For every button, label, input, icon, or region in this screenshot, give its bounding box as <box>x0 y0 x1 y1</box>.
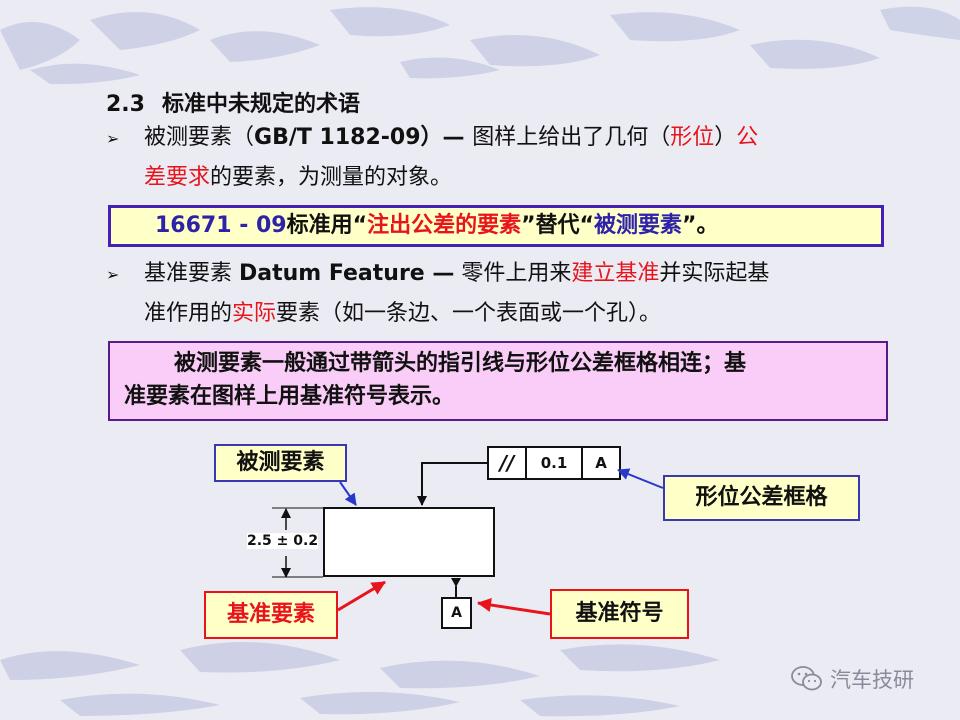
text-run: ”替代“ <box>521 213 595 238</box>
section-title: 标准中未规定的术语 <box>162 92 361 117</box>
watermark-text: 汽车技研 <box>830 668 914 692</box>
bullet-arrow-icon: ➢ <box>106 265 120 284</box>
note-box: 16671 - 09标准用“注出公差的要素”替代“被测要素”。 <box>108 205 884 247</box>
text-run: 被测要素（ <box>144 125 255 150</box>
callout-measured-feature: 被测要素 <box>214 444 347 482</box>
datum-symbol-box: A <box>441 597 472 629</box>
text-run: ）— <box>420 125 473 150</box>
datum-reference: A <box>595 454 607 472</box>
info-box-line: 被测要素一般通过带箭头的指引线与形位公差框格相连；基 <box>174 351 747 376</box>
callout-datum-symbol: 基准符号 <box>550 589 689 639</box>
text-run: 的要素，为测量的对象。 <box>210 165 453 190</box>
text-run: 要素（如一条边、一个表面或一个孔）。 <box>276 301 662 326</box>
bullet-line: 被测要素（GB/T 1182-09）— 图样上给出了几何（形位）公 <box>144 120 758 156</box>
bullet-arrow-icon: ➢ <box>106 129 120 148</box>
parallelism-symbol: // <box>489 448 527 478</box>
tolerance-value: 0.1 <box>527 448 583 478</box>
text-run: ） <box>714 125 737 150</box>
text-run: 公 <box>736 125 759 150</box>
callout-datum-feature: 基准要素 <box>204 591 338 639</box>
section-heading: 2.3 标准中未规定的术语 <box>106 86 360 118</box>
text-run: 注出公差的要素 <box>367 213 522 238</box>
text-run: 实际 <box>232 301 277 326</box>
text-run: 基准要素 <box>144 261 239 286</box>
part-outline <box>323 507 495 577</box>
text-run: 图样上给出了几何（ <box>472 125 671 150</box>
text-run: 形位 <box>670 125 715 150</box>
dimension-label: 2.5 ± 0.2 <box>247 533 319 549</box>
text-run: GB/T 1182-09 <box>254 125 421 150</box>
text-run: 建立基准 <box>571 261 660 286</box>
text-run: 差要求 <box>144 165 211 190</box>
info-box: 被测要素一般通过带箭头的指引线与形位公差框格相连；基 准要素在图样上用基准符号表… <box>108 341 888 421</box>
bullet-line: 基准要素 Datum Feature — 零件上用来建立基准并实际起基 <box>144 256 769 292</box>
bullet-datum-feature: ➢ 基准要素 Datum Feature — 零件上用来建立基准并实际起基 准作… <box>106 256 886 336</box>
bullet-line: 准作用的实际要素（如一条边、一个表面或一个孔）。 <box>144 296 661 332</box>
text-run: 16671 - 09 <box>155 213 287 238</box>
text-run: 并实际起基 <box>659 261 770 286</box>
bullet-line: 差要求的要素，为测量的对象。 <box>144 160 452 196</box>
text-run: ”。 <box>682 213 719 238</box>
text-run: 零件上用来 <box>454 261 572 286</box>
section-number: 2.3 <box>106 92 145 117</box>
bullet-measured-feature: ➢ 被测要素（GB/T 1182-09）— 图样上给出了几何（形位）公 差要求的… <box>106 120 886 200</box>
callout-tolerance-frame: 形位公差框格 <box>663 475 860 521</box>
text-run: Datum Feature — <box>239 261 455 286</box>
text-run: 标准用“ <box>286 213 368 238</box>
info-box-line: 准要素在图样上用基准符号表示。 <box>124 384 455 409</box>
tolerance-frame: // 0.1 A <box>487 446 621 480</box>
text-run: 被测要素 <box>594 213 683 238</box>
text-run: 准作用的 <box>144 301 233 326</box>
wechat-logo-icon <box>791 666 822 691</box>
